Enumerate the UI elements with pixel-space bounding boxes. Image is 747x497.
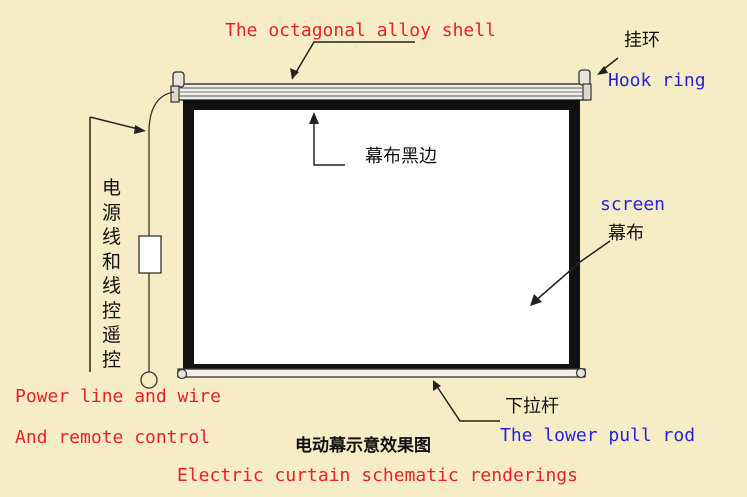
hook-ring-right (578, 69, 592, 101)
power-label-en-1: Power line and wire (15, 386, 221, 407)
diagram-title-en: Electric curtain schematic renderings (177, 465, 578, 486)
screen-label-en: screen (600, 194, 666, 215)
shell-label: The octagonal alloy shell (225, 20, 496, 41)
power-label-zh: 电源线和线控遥控 (102, 177, 122, 371)
pull-rod-label-en: The lower pull rod (500, 425, 696, 446)
pull-rod-label-zh: 下拉杆 (505, 396, 559, 417)
alloy-shell (175, 83, 587, 101)
diagram-title-zh: 电动幕示意效果图 (295, 436, 431, 456)
hook-ring-label-en: Hook ring (608, 70, 706, 91)
hook-ring-left (170, 71, 185, 103)
screen-fabric (183, 100, 580, 372)
pull-rod (176, 367, 587, 380)
power-label-en-2: And remote control (15, 427, 211, 448)
arrow-heads (134, 66, 608, 391)
screen-label-zh: 幕布 (608, 223, 644, 244)
border-label-zh: 幕布黑边 (365, 146, 437, 167)
power-cable (138, 91, 175, 389)
hook-ring-label-zh: 挂环 (624, 30, 660, 51)
